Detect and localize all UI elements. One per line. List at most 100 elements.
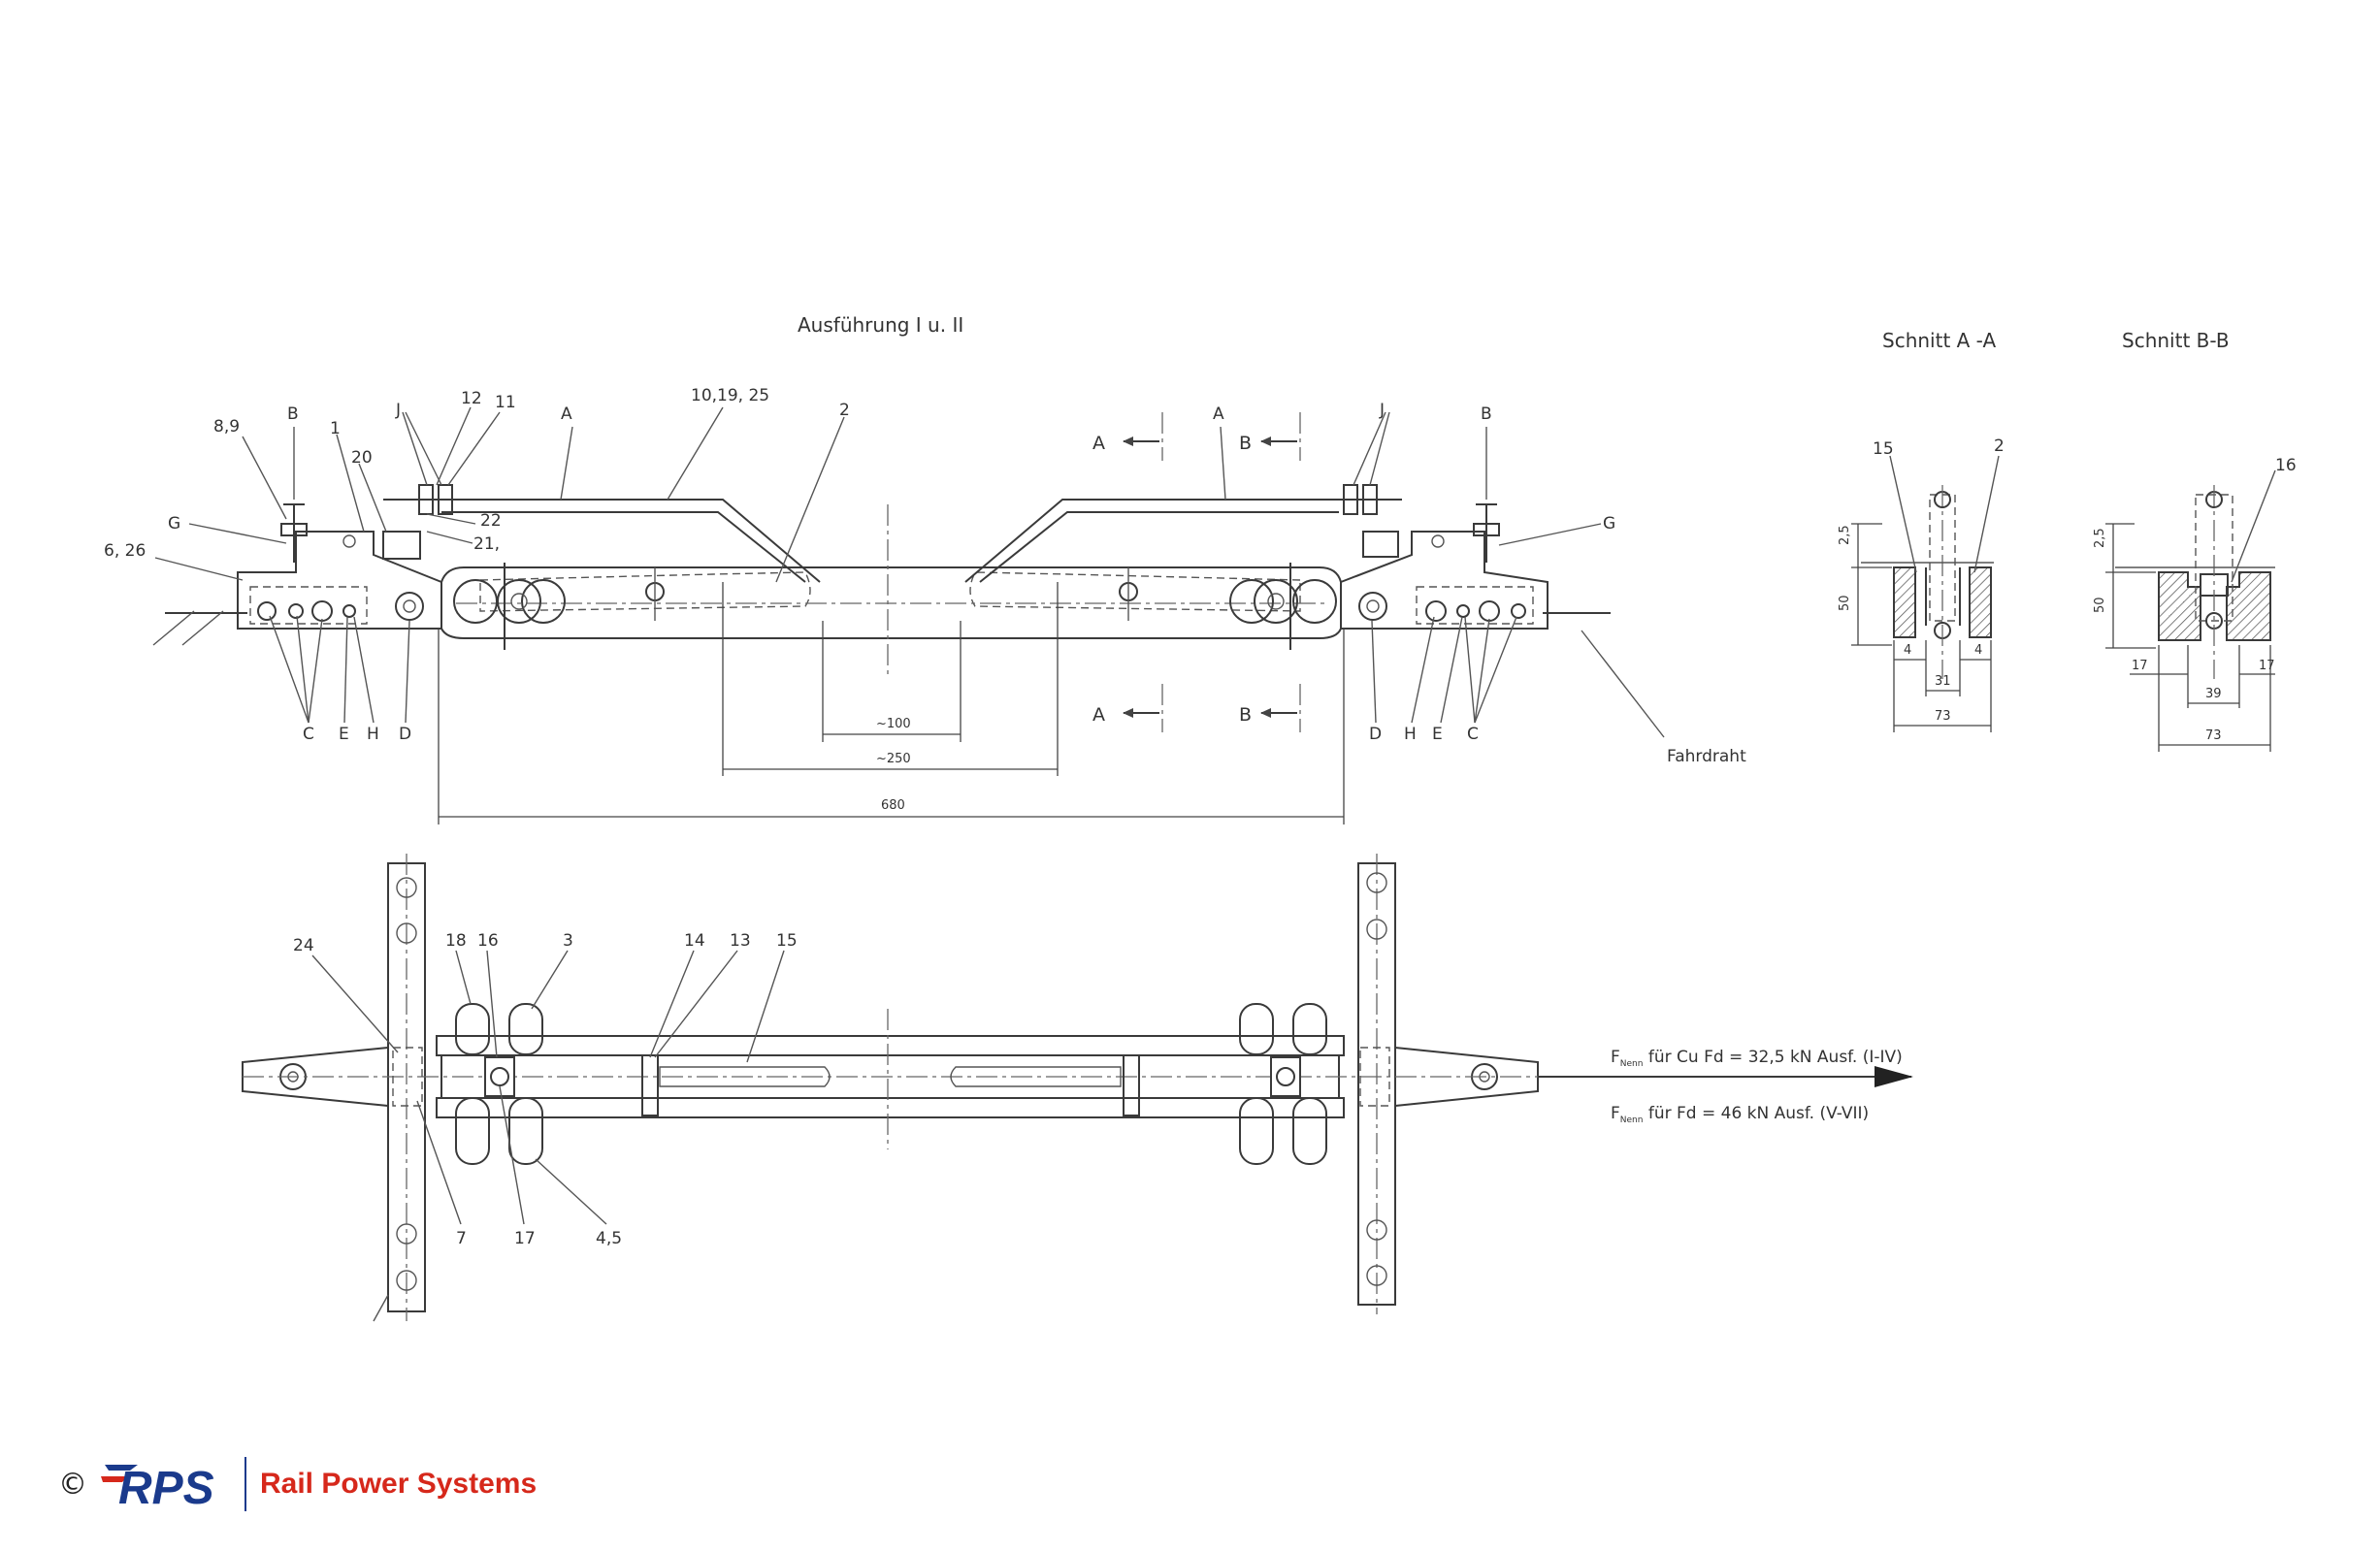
label-21: 21, xyxy=(473,534,500,554)
roller-d-left xyxy=(395,592,424,621)
bolt-c-left-2 xyxy=(288,603,304,619)
label-c-left: C xyxy=(303,725,314,744)
support-left-hole-3 xyxy=(396,1223,417,1245)
support-left-hole-2 xyxy=(396,922,417,944)
label-b-left: B xyxy=(287,404,299,424)
section-b-top-label: B xyxy=(1239,433,1252,454)
section-a-dim-25: 2,5 xyxy=(1838,525,1852,545)
leader-c-left-c xyxy=(308,618,323,724)
label-6-26: 6, 26 xyxy=(104,541,146,561)
leader-j-right-b xyxy=(1369,411,1390,486)
roller-left-1 xyxy=(453,579,498,624)
label-10-19-25: 10,19, 25 xyxy=(691,386,769,405)
roller-left-2 xyxy=(497,579,541,624)
hole-right-upper xyxy=(1431,534,1445,548)
rod-a-right-inner xyxy=(979,511,1339,583)
label-g-right: G xyxy=(1603,514,1615,534)
label-h-right: H xyxy=(1404,725,1417,744)
support-right-hole-3 xyxy=(1366,1219,1387,1241)
dim-250: ~250 xyxy=(876,752,911,766)
leader-12 xyxy=(436,406,472,486)
plan-hidden-right xyxy=(1359,1047,1390,1107)
title-section-a: Schnitt A -A xyxy=(1882,329,1996,352)
plan-slot-right xyxy=(950,1066,1122,1087)
leader-c-left-a xyxy=(269,615,310,724)
label-3: 3 xyxy=(563,931,573,951)
roller-d-left-hub xyxy=(403,599,416,613)
leader-c-right-c xyxy=(1474,616,1517,724)
leader-c-left-b xyxy=(296,615,310,724)
leader-h-right xyxy=(1411,616,1435,724)
leader-18 xyxy=(455,950,472,1005)
title-section-b: Schnitt B-B xyxy=(2122,329,2230,352)
leader-16-plan xyxy=(486,950,498,1058)
roller-right-hub xyxy=(1267,593,1285,610)
leader-1 xyxy=(336,434,365,533)
dim-100: ~100 xyxy=(876,717,911,731)
roller-right-3 xyxy=(1292,579,1337,624)
leader-3 xyxy=(531,950,569,1010)
section-b-dim-17r: 17 xyxy=(2259,659,2275,673)
label-12: 12 xyxy=(461,389,482,408)
section-a-label-2: 2 xyxy=(1994,436,2005,456)
block-right xyxy=(1362,531,1399,558)
label-d-left: D xyxy=(399,725,411,744)
plan-slot-left xyxy=(659,1066,831,1087)
label-2: 2 xyxy=(839,401,850,420)
leader-j-left-a xyxy=(402,411,428,486)
dim-680: 680 xyxy=(881,798,905,813)
section-a-top-label: A xyxy=(1092,433,1105,454)
section-a-label-15: 15 xyxy=(1873,439,1894,459)
wire-hatch-left xyxy=(152,610,195,646)
leader-c-right-b xyxy=(1474,618,1490,724)
title-main: Ausführung I u. II xyxy=(798,313,963,337)
section-a-left-flank xyxy=(1893,566,1916,638)
leader-10-19-25 xyxy=(667,406,724,501)
support-right-hole-1 xyxy=(1366,872,1387,893)
plan-pin-left xyxy=(490,1067,509,1086)
section-b-dim-25: 2,5 xyxy=(2093,528,2107,548)
nut-j-left-1 xyxy=(418,484,434,515)
leader-d-right xyxy=(1371,620,1377,724)
support-left-hole-4 xyxy=(396,1270,417,1291)
leader-15-plan xyxy=(746,950,785,1063)
plan-roller-right-bottom-1 xyxy=(1239,1097,1274,1165)
label-16-plan: 16 xyxy=(477,931,499,951)
label-fahrdraht: Fahrdraht xyxy=(1667,747,1746,766)
right-clamp-hidden xyxy=(1416,586,1534,625)
label-18: 18 xyxy=(445,931,467,951)
bolt-b-left-nut xyxy=(280,523,308,536)
label-15-plan: 15 xyxy=(776,931,798,951)
roller-d-right xyxy=(1358,592,1387,621)
leader-11 xyxy=(447,411,501,486)
label-17: 17 xyxy=(514,1229,536,1248)
leader-h-left xyxy=(353,616,375,724)
rps-logo-mark: RPS xyxy=(101,1463,214,1511)
plan-body-top xyxy=(436,1035,1345,1056)
label-c-right: C xyxy=(1467,725,1479,744)
main-body-hidden-left xyxy=(479,571,811,612)
section-b-dim-39: 39 xyxy=(2205,687,2222,701)
roller-d-right-hub xyxy=(1366,599,1380,613)
label-g-left: G xyxy=(168,514,180,534)
left-clamp-body xyxy=(237,531,442,630)
plan-roller-right-top-2 xyxy=(1292,1003,1327,1055)
plan-body-bottom xyxy=(436,1097,1345,1118)
logo-divider xyxy=(245,1457,246,1511)
section-b-dim-17l: 17 xyxy=(2132,659,2148,673)
leader-21 xyxy=(426,531,473,544)
bolt-b-right-nut xyxy=(1473,523,1500,536)
right-clamp-body xyxy=(1340,531,1549,630)
section-a-dim-4r: 4 xyxy=(1974,643,1982,658)
leader-j-right-a xyxy=(1353,411,1386,486)
force-line-1: FNenn für Cu Fd = 32,5 kN Ausf. (I-IV) xyxy=(1611,1048,1903,1069)
hole-left-upper xyxy=(342,534,356,548)
bolt-h-left xyxy=(342,604,356,618)
plan-clamp-right xyxy=(1123,1054,1140,1116)
label-8-9: 8,9 xyxy=(213,417,240,436)
leader-22 xyxy=(426,513,476,525)
bolt-h-right xyxy=(1425,600,1447,622)
support-right-hole-4 xyxy=(1366,1265,1387,1286)
section-b-dim-73: 73 xyxy=(2205,728,2222,743)
